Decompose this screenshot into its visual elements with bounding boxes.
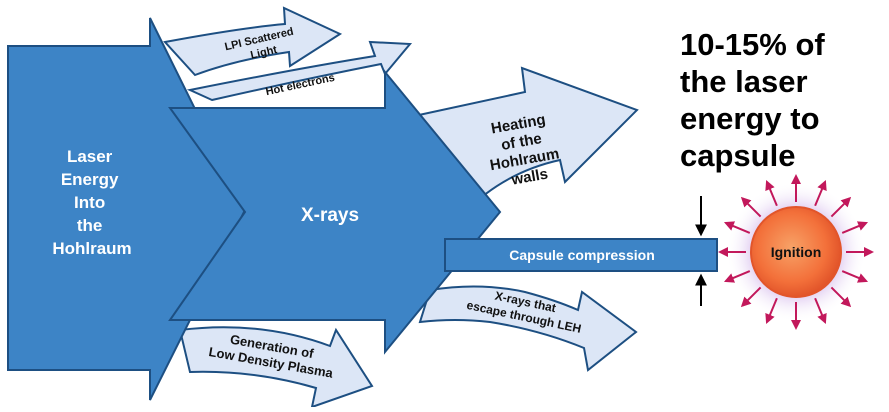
xrays-label: X-rays [301,205,359,226]
ignition-ray [723,270,751,283]
ignition-core [750,206,842,298]
ignition-label: Ignition [771,244,822,260]
heating-label: Heating of the Hohlraum walls [482,109,567,192]
capsule-compression-bar [444,238,718,272]
ignition-ray [814,297,827,325]
callout-line: the laser [680,64,808,99]
escape-arrow [418,285,638,372]
ignition-ray [814,179,827,207]
laser-energy-label: Laser Energy Into the Hohlraum [52,147,131,258]
callout-line: energy to [680,101,820,136]
xrays-arrow [168,69,502,355]
capsule-compression-label: Capsule compression [509,247,655,263]
callout-line: capsule [680,138,796,173]
ignition-ray [765,297,778,325]
hot-electrons-arrow [186,40,413,102]
ignition-ray [830,196,852,218]
ignition-rays [718,174,874,330]
lpi-arrow [163,6,343,77]
ignition-ray [740,286,762,308]
ignition-ray [765,179,778,207]
ignition-ray [841,221,869,234]
ignition-ray [830,286,852,308]
callout-line: 10-15% of [680,27,825,62]
energy-callout: 10-15% of the laser energy to capsule [680,26,885,174]
ignition-ray [723,221,751,234]
ignition-ray [841,270,869,283]
ignition-ray [740,196,762,218]
plasma-arrow [178,326,374,409]
